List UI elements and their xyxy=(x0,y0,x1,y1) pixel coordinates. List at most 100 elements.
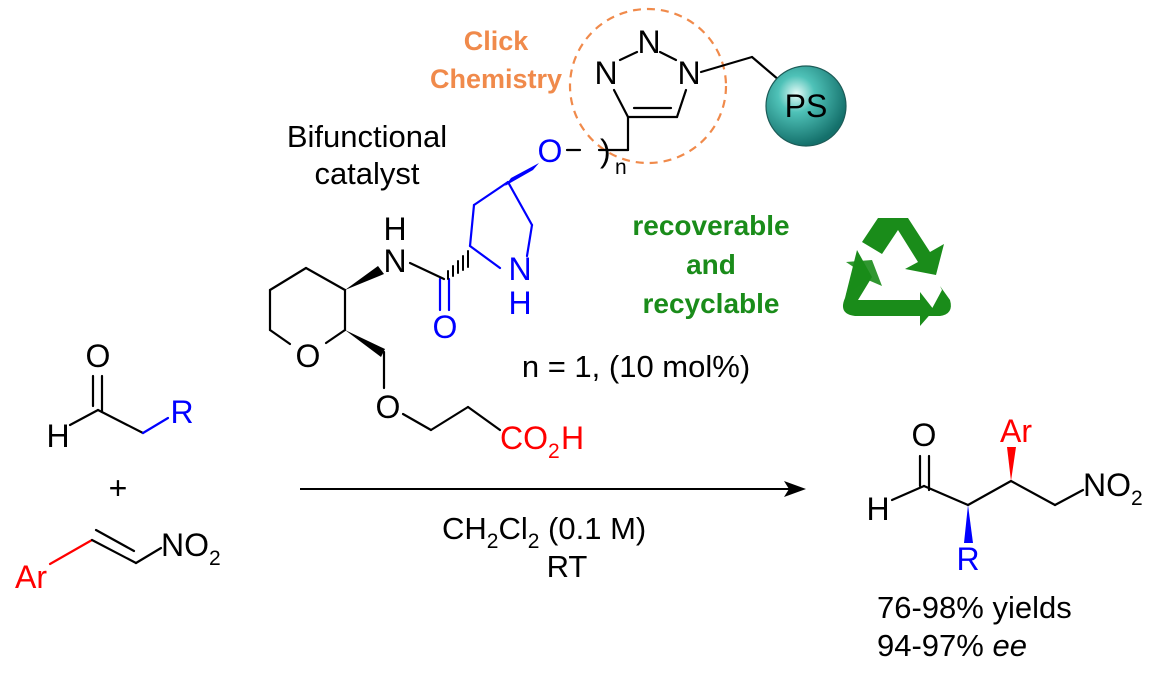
bond-c-c xyxy=(90,538,138,565)
prod-bond-h-c xyxy=(890,484,926,502)
bond-ch2-co2h xyxy=(466,405,502,432)
recoverable-line1: recoverable xyxy=(632,210,789,241)
click-label-line1: Click xyxy=(464,26,530,56)
amide-h: H xyxy=(383,211,406,247)
prod-bond-ch2-no2 xyxy=(1053,488,1085,507)
bond-o-ch2 xyxy=(401,412,433,432)
bond-c5-n xyxy=(525,223,534,258)
bond-ring-c5-c4 xyxy=(268,266,308,292)
amide-oxygen: O xyxy=(433,309,458,345)
hash-wedge-c2-carbonyl xyxy=(447,250,469,280)
catalyst-label: Bifunctional catalyst xyxy=(287,119,447,191)
pyrrolidine-nh: H xyxy=(508,285,531,321)
catalyst-loading: n = 1, (10 mol%) xyxy=(522,349,750,384)
recoverable-label: recoverable and recyclable xyxy=(632,210,789,319)
aldehyde-reactant: O H R xyxy=(46,338,193,454)
plus-sign: + xyxy=(109,470,128,506)
wedge-c2-ch2 xyxy=(345,330,385,357)
bond-c-ch2 xyxy=(96,408,145,435)
ether-oxygen: O xyxy=(538,133,563,169)
prod-wedge-r xyxy=(964,505,973,543)
triazole-n2: N xyxy=(637,24,660,60)
bond-c4-c3 xyxy=(472,180,510,207)
polystyrene-support: PS xyxy=(765,65,847,147)
no2-sub: 2 xyxy=(209,547,221,570)
co2h-sub: 2 xyxy=(548,440,560,463)
no2-text: NO xyxy=(161,527,209,563)
bond-n1-n2 xyxy=(618,50,639,62)
pyrrolidine-n: N xyxy=(508,251,531,287)
bond-c4-c5 xyxy=(506,180,534,227)
aldehyde-oxygen: O xyxy=(86,338,111,374)
bond-n3-c5 xyxy=(675,88,688,119)
michael-adduct-product: O H R Ar NO 2 xyxy=(866,413,1142,577)
prod-no2-text: NO xyxy=(1083,467,1131,503)
catalyst-label-line1: Bifunctional xyxy=(287,119,447,154)
nitroalkene-no2: NO 2 xyxy=(161,527,221,570)
proline-unit: N H O xyxy=(433,163,539,345)
carboxylic-acid: CO 2 H xyxy=(500,420,584,463)
tetrahydropyran-unit: N H O O CO 2 H xyxy=(268,211,584,463)
bond-ar-c xyxy=(48,538,94,566)
aldehyde-r: R xyxy=(170,394,193,430)
recoverable-line2: and xyxy=(686,249,736,280)
nitroalkene-ar: Ar xyxy=(15,559,47,595)
prod-wedge-ar xyxy=(1007,447,1016,481)
triazole-ring: N N N xyxy=(568,7,788,165)
yields-result: 76-98% yields xyxy=(877,590,1072,625)
bond-ch2-ch2 xyxy=(429,405,470,432)
ether-oxygen-2: O xyxy=(376,389,401,425)
recycle-icon xyxy=(842,218,951,326)
solvent: CH2Cl2 (0.1 M) xyxy=(442,511,646,553)
bond-c4-n1 xyxy=(612,88,630,119)
bond-ring-o-c6 xyxy=(268,328,292,346)
bond-n2-n3 xyxy=(658,50,678,62)
chain-n-index: n xyxy=(615,156,627,179)
prod-no2: NO 2 xyxy=(1083,467,1143,510)
bond-h-c xyxy=(68,408,100,427)
click-label-line2: Chemistry xyxy=(430,64,562,94)
prod-r: R xyxy=(956,541,979,577)
bond-c-no2 xyxy=(134,546,163,565)
ether-linker: ) n O xyxy=(538,115,630,179)
bond-carbonyl-nh xyxy=(408,261,446,281)
temperature: RT xyxy=(547,549,588,584)
chain-bracket: ) xyxy=(600,133,611,169)
click-highlight-circle xyxy=(568,7,728,165)
reaction-results: 76-98% yields 94-97% ee xyxy=(877,590,1072,663)
reaction-arrow xyxy=(300,481,806,497)
bond-ring-c2-o xyxy=(324,328,347,345)
triazole-n1: N xyxy=(594,55,617,91)
bond-c-c-double xyxy=(94,528,136,553)
prod-bond-c2-c3 xyxy=(966,479,1013,507)
bond-n-ch2 xyxy=(699,55,754,74)
prod-bond-c3-ch2 xyxy=(1009,479,1057,507)
bond-ring-c4-c3 xyxy=(304,266,347,292)
ps-label: PS xyxy=(785,88,828,124)
recoverable-line3: recyclable xyxy=(643,288,780,319)
prod-h: H xyxy=(866,491,889,527)
click-chemistry-label: Click Chemistry xyxy=(430,26,562,94)
amide-n: N xyxy=(383,243,406,279)
reaction-conditions: CH2Cl2 (0.1 M) RT xyxy=(442,511,646,584)
wedge-c4-o xyxy=(505,163,539,186)
prod-no2-sub: 2 xyxy=(1131,487,1143,510)
bond-c2-n xyxy=(468,244,502,270)
ps-bead xyxy=(765,65,847,147)
ee-result: 94-97% ee xyxy=(877,628,1027,663)
prod-oxygen: O xyxy=(912,417,937,453)
prod-ar: Ar xyxy=(1000,413,1032,449)
arrow-head xyxy=(784,481,806,497)
nitroalkene-reactant: Ar NO 2 xyxy=(15,527,221,595)
aldehyde-h: H xyxy=(46,418,69,454)
catalyst-label-line2: catalyst xyxy=(314,156,419,191)
bond-ch2-r xyxy=(141,416,170,435)
co2h-h: H xyxy=(561,420,584,456)
bond-c3-c2 xyxy=(468,203,476,248)
prod-bond-c1-c2 xyxy=(922,484,970,507)
co2h-co: CO xyxy=(500,420,548,456)
triazole-n3: N xyxy=(677,55,700,91)
wedge-c3-n xyxy=(345,266,384,290)
ring-oxygen: O xyxy=(296,338,321,374)
